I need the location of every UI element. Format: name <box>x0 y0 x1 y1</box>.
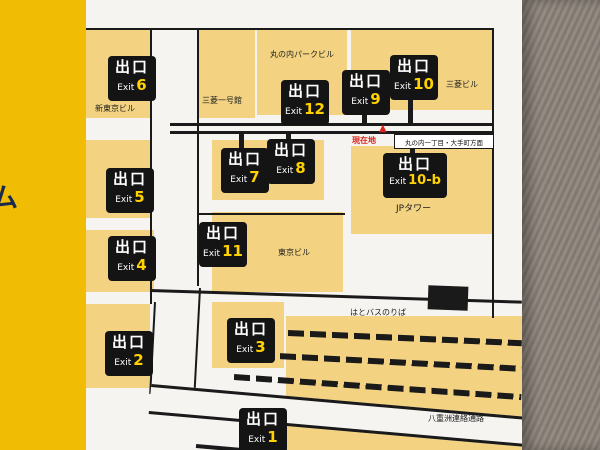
label-hato-bus: はとバスのりば <box>350 308 406 317</box>
exit-badge-number: 8 <box>295 159 306 178</box>
exit-badge-number: 5 <box>134 188 145 207</box>
exit-badge-deguchi: 出口 <box>245 410 280 428</box>
road-segment <box>193 288 201 388</box>
exit-badge-word: Exit <box>114 358 132 369</box>
exit-badge-deguchi: 出口 <box>396 57 431 75</box>
exit-badge-number: 4 <box>136 256 147 275</box>
label-mitsubishi-bldg: 三菱ビル <box>446 80 478 89</box>
exit-connector <box>362 113 367 123</box>
sign-yellow-frame: ム <box>0 0 86 450</box>
exit-badge-word: Exit <box>285 107 303 118</box>
label-yaesu-passage: 八重洲連絡通路 <box>428 414 484 423</box>
exit-badge-deguchi: 出口 <box>205 224 240 242</box>
exit-badge-deguchi: 出口 <box>111 333 146 351</box>
label-jp-tower: JPタワー <box>396 204 432 214</box>
wall-background <box>522 0 600 450</box>
building-block-dark <box>427 285 469 311</box>
exit-badge-number: 6 <box>136 76 147 95</box>
rail-line <box>170 131 492 134</box>
exit-badge-deguchi: 出口 <box>114 58 149 76</box>
direction-sign-box: 丸の内一丁目・大手町方面 <box>394 134 494 149</box>
exit-badge-number: 7 <box>249 168 260 187</box>
label-mitsubishi-ichigokan: 三菱一号館 <box>202 96 242 105</box>
building-mitsubishi-ichigokan <box>199 30 255 118</box>
exit-badge-number: 11 <box>222 242 243 261</box>
road-segment <box>199 213 345 215</box>
exit-connector <box>239 134 244 148</box>
label-marunouchi-park: 丸の内パークビル <box>270 50 334 59</box>
label-current-location: 現在地 <box>352 136 376 145</box>
exit-badge-word: Exit <box>394 82 412 93</box>
exit-badge-word: Exit <box>115 195 133 206</box>
road-segment <box>197 28 199 286</box>
exit-badge-number: 12 <box>304 100 325 119</box>
exit-badge-number: 2 <box>133 351 144 370</box>
label-tokyo-bldg: 東京ビル <box>278 248 310 257</box>
exit-badge-number: 3 <box>255 338 266 357</box>
exit-badge-deguchi: 出口 <box>287 82 322 100</box>
exit-badge-word: Exit <box>117 263 135 274</box>
exit-badge-word: Exit <box>117 83 135 94</box>
exit-badge-number: 10-b <box>408 173 441 189</box>
exit-badge-deguchi: 出口 <box>397 155 432 173</box>
rail-line <box>170 123 492 126</box>
exit-badge-deguchi: 出口 <box>112 170 147 188</box>
exit-badge-word: Exit <box>248 435 266 446</box>
road-segment <box>492 28 494 318</box>
exit-badge-word: Exit <box>276 166 294 177</box>
road-segment <box>150 28 152 304</box>
exit-badge-deguchi: 出口 <box>273 141 308 159</box>
exit-badge-word: Exit <box>351 97 369 108</box>
exit-connector <box>408 99 413 124</box>
exit-badge-deguchi: 出口 <box>227 150 262 168</box>
road-segment <box>86 28 494 30</box>
frame-partial-character: ム <box>0 183 18 214</box>
exit-badge-deguchi: 出口 <box>114 238 149 256</box>
exit-badge-word: Exit <box>236 345 254 356</box>
exit-badge-word: Exit <box>389 177 407 188</box>
exit-badge-word: Exit <box>230 175 248 186</box>
exit-badge-word: Exit <box>203 249 221 260</box>
exit-badge-deguchi: 出口 <box>233 320 268 338</box>
exit-badge-number: 10 <box>413 75 434 94</box>
current-location-marker-icon: ▲ <box>379 123 387 134</box>
label-shin-tokyo-bldg: 新東京ビル <box>95 104 135 113</box>
exit-connector <box>286 134 291 140</box>
exit-badge-number: 1 <box>267 428 278 447</box>
exit-badge-number: 9 <box>370 90 381 109</box>
exit-badge-deguchi: 出口 <box>348 72 383 90</box>
